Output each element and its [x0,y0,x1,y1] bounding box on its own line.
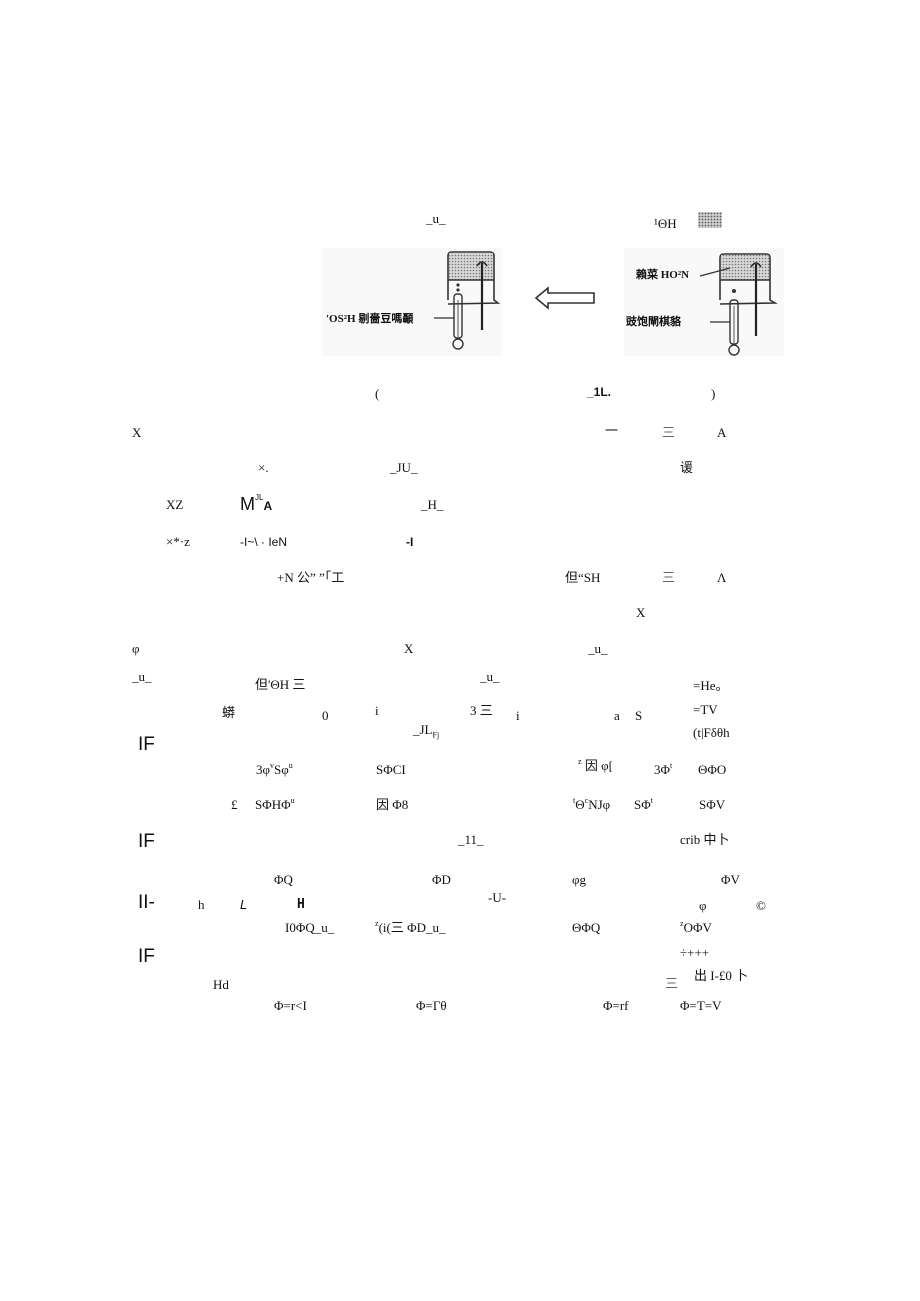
text-fragment: 3 三 [470,703,493,718]
legend-swatch [698,212,722,228]
text-fragment: Φ=Γθ [416,998,447,1013]
text-fragment: 因 Φ8 [376,797,409,812]
text-fragment: X [636,605,646,620]
text-fragment: _11_ [458,832,484,847]
text-fragment: Hd [213,977,229,992]
text-fragment: _JU_ [390,460,418,475]
text-fragment: z 因 φ[ [578,757,613,774]
text-fragment: =TV [693,702,718,717]
text-fragment: Φ=T=V [680,998,722,1013]
text-fragment: 3Φt [654,761,673,778]
text-fragment: II- [138,892,155,913]
text-fragment: crib 中卜 [680,832,730,847]
text-fragment: Λ [717,570,727,585]
text-fragment: _JLFj [413,722,440,740]
text-fragment: IF [138,831,155,852]
text-fragment: a [614,708,620,723]
text-fragment: L [240,897,248,912]
text-fragment: Φ=rf [603,998,629,1013]
text-fragment: S [635,708,643,723]
text-fragment: -I~\ · IeN [240,535,288,549]
text-fragment: SΦCI [376,762,406,777]
text-fragment: X [132,425,142,440]
right-apparatus-diagram [699,253,778,356]
text-fragment: 但“SH [565,570,601,585]
text-fragment: IF [138,946,155,967]
text-fragment: (t|Fδθh [693,725,730,740]
text-fragment: φ [132,641,140,656]
left-apparatus-diagram [434,251,501,350]
text-fragment: =He。 [693,678,729,693]
text-fragment: zOΦV [680,919,712,936]
text-fragment: Φ=r<I [274,998,307,1013]
text-fragment: ΘΦO [698,762,727,777]
text-fragment: 谖 [680,460,694,475]
text-fragment: ( [375,386,380,401]
text-fragment: © [756,898,766,913]
text-fragment: -I [406,535,414,549]
text-fragment: ΦD [432,872,451,887]
text-fragment: X [404,641,414,656]
figure-caption-right: ¹ΘH [654,216,677,231]
text-fragment: z(i(三 ΦD_u_ [375,919,446,936]
text-fragment: SΦV [699,797,726,812]
text-fragment: _1L. [587,385,612,399]
right-apparatus-label-lower: 豉饱閘棋貉 [626,316,681,328]
text-fragment: i [375,703,379,718]
text-fragment: ΦQ [274,872,293,887]
text-fragment: -U- [488,890,507,905]
text-fragment: 三 [662,425,676,440]
left-arrow-icon [534,286,595,310]
text-fragment: 出 I-£0 卜 [694,968,749,983]
text-fragment: 蟒 [222,705,236,720]
text-fragment: ) [711,386,716,401]
text-fragment: ×*·z [166,534,190,549]
left-apparatus-label: 'OS²H 剔嗇豆嗎顳 [326,313,414,325]
text-fragment: I0ΦQ_u_ [285,920,335,935]
text-fragment: ΦV [721,872,740,887]
text-fragment: SΦHΦu [255,796,295,813]
text-fragment: XZ [166,497,184,512]
text-fragment: 一 [605,423,619,438]
text-fragment: φg [572,872,587,887]
text-fragment: 但'ΘH 三 [255,677,306,692]
text-fragment: tΘcNJφ [573,796,611,813]
text-fragment: H [297,897,305,912]
text-fragment: 3φvSφu [256,761,293,778]
text-fragment: φ [699,898,707,913]
text-fragment: £ [231,797,238,812]
text-fragment: 三 [665,976,679,991]
text-fragment: SΦt [634,796,653,813]
text-fragment: IF [138,734,155,755]
text-fragment: ΘΦQ [572,920,601,935]
text-fragment: _u_ [132,669,152,684]
text-fragment: +N 公” ”「工 [277,570,345,585]
text-fragment: A [717,425,727,440]
text-fragment: h [198,897,205,912]
figure-caption-left: _u_ [426,211,446,226]
text-fragment: ÷+++ [680,945,710,960]
text-fragment: MJLA [240,493,273,515]
text-fragment: 三 [662,570,676,585]
text-fragment: i [516,708,520,723]
right-apparatus-label-upper: 賴菜 HO²N [636,269,690,281]
text-fragment: _u_ [588,641,608,656]
text-fragment: _H_ [421,497,444,512]
text-fragment: 0 [322,708,329,723]
text-fragment: _u_ [480,669,500,684]
text-fragment: ×. [258,460,269,475]
